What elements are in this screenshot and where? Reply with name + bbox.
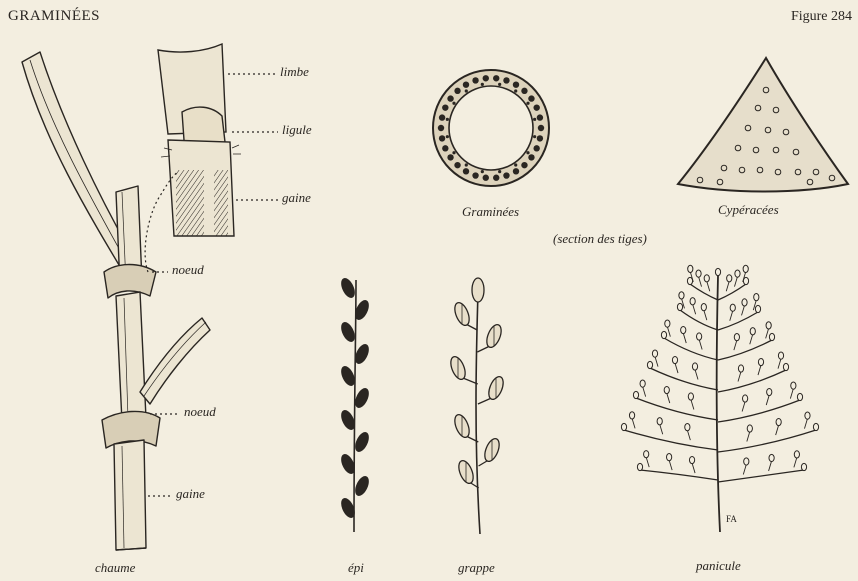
caption-cyperacees: Cypéracées — [718, 202, 779, 218]
ligule-detail-drawing — [158, 44, 241, 236]
epi-drawing — [339, 277, 371, 532]
caption-panicule: panicule — [696, 558, 741, 574]
cyperacees-section-drawing — [678, 58, 848, 192]
caption-graminees: Graminées — [462, 204, 519, 220]
label-noeud-top: noeud — [172, 262, 204, 278]
caption-section-des-tiges: (section des tiges) — [553, 231, 647, 247]
side-leaf — [140, 318, 210, 404]
caption-chaume: chaume — [95, 560, 135, 576]
plate-title: GRAMINÉES — [8, 8, 100, 25]
label-noeud-bottom: noeud — [184, 404, 216, 420]
figure-number: Figure 284 — [791, 9, 852, 25]
grappe-drawing — [448, 278, 506, 534]
label-gaine-bottom: gaine — [176, 486, 205, 502]
bottom-culm — [114, 440, 146, 550]
label-limbe: limbe — [280, 64, 309, 80]
caption-epi: épi — [348, 560, 364, 576]
panicule-drawing — [621, 265, 818, 532]
artist-signature: FA — [726, 514, 737, 524]
graminees-section-drawing — [433, 70, 549, 186]
caption-grappe: grappe — [458, 560, 495, 576]
lower-culm — [116, 292, 146, 422]
label-ligule: ligule — [282, 122, 312, 138]
label-gaine-top: gaine — [282, 190, 311, 206]
